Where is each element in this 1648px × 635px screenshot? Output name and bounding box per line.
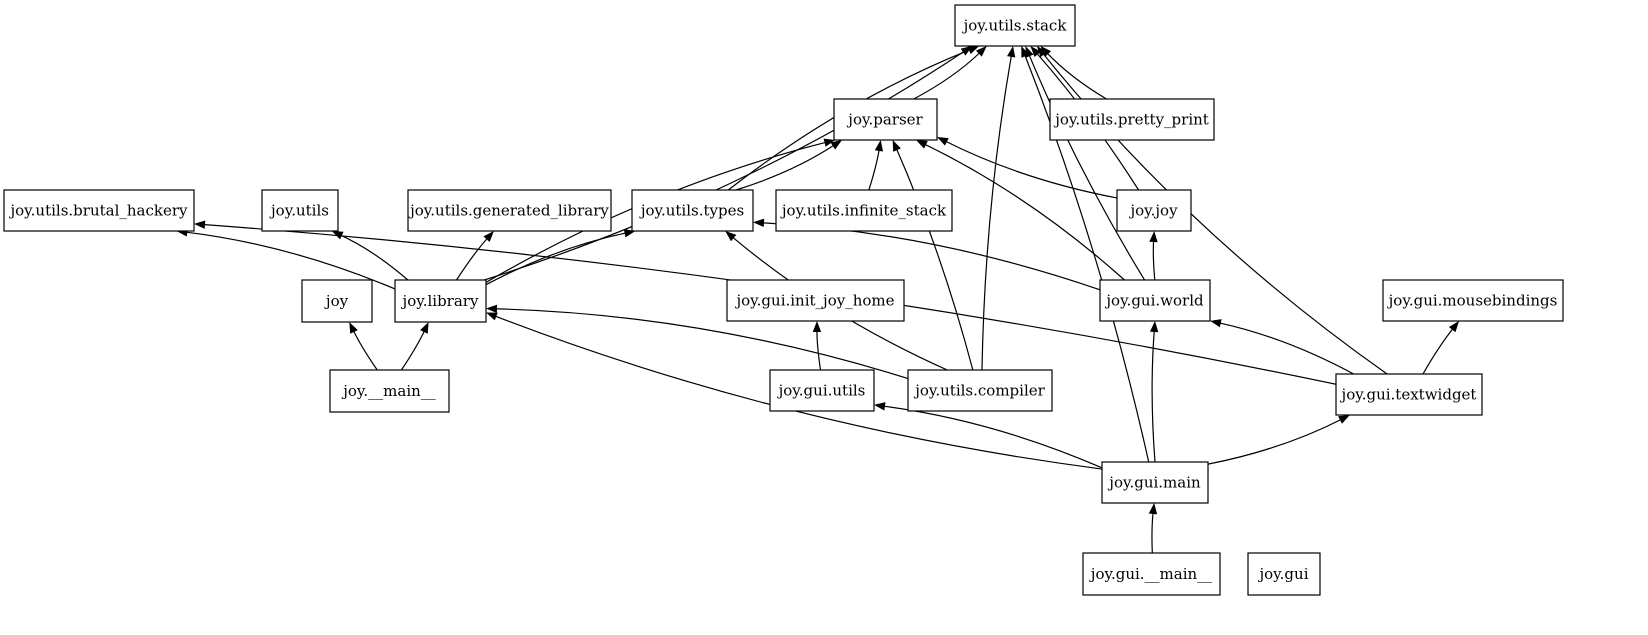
edge-joy-gui-textwidget-to-joy-gui-world [1218,322,1354,375]
edge-arrowhead [1338,415,1350,424]
edge-joy-library-to-joy-utils-brutal-hackery [185,231,396,290]
edge-arrowhead [194,220,206,229]
edge-joy-gui-main-to-joy-gui-world [1151,329,1156,463]
edge-joy-gui-main-to-joy-gui-main [1151,511,1154,554]
edge-arrowhead [892,140,901,152]
edge-arrowhead [725,231,737,242]
node-box[interactable] [1049,98,1215,141]
edge-arrowhead [1210,319,1222,328]
node-joy-library[interactable]: joy.library [394,279,487,323]
node-joy-gui-main[interactable]: joy.gui.__main__ [1082,552,1221,596]
node-joy-gui[interactable]: joy.gui [1247,552,1321,596]
edge-joy-utils-types-to-joy-parser [735,144,835,191]
edge-joy-gui-utils-to-joy-gui-init-joy-home [816,329,822,371]
edge-arrowhead [1021,46,1030,58]
node-box[interactable] [301,279,373,323]
edge-arrowhead [916,140,928,149]
node-box[interactable] [907,369,1053,412]
node-box[interactable] [631,189,754,232]
node-box[interactable] [3,189,195,232]
node-joy-gui-main[interactable]: joy.gui.main [1101,461,1209,504]
edge-arrowhead [1148,503,1158,515]
node-joy-utils-generated-library[interactable]: joy.utils.generated_library [407,189,612,232]
node-layer: joy.utils.stack joy.parser joy.utils.prett… [3,4,1564,596]
edge-joy-gui-main-to-joy-gui-utils [882,405,1103,469]
edge-arrowhead [486,312,498,321]
edge-arrowhead [753,218,765,228]
node-box[interactable] [769,369,875,412]
node-joy-gui-utils[interactable]: joy.gui.utils [769,369,875,412]
node-joy-utils-pretty-print[interactable]: joy.utils.pretty_print [1049,98,1215,141]
node-box[interactable] [1116,189,1192,232]
edge-arrowhead [975,46,987,57]
node-box[interactable] [775,189,953,232]
node-joy-utils-stack[interactable]: joy.utils.stack [954,4,1076,47]
node-box[interactable] [261,189,339,232]
node-box[interactable] [1247,552,1321,596]
node-joy-gui-mousebindings[interactable]: joy.gui.mousebindings [1382,279,1564,322]
edge-joy-joy-to-joy-parser [944,140,1118,199]
edge-arrowhead [830,140,843,150]
node-box[interactable] [394,279,487,323]
edge-arrowhead [874,140,884,152]
node-joy-parser[interactable]: joy.parser [833,98,938,141]
node-joy-gui-init-joy-home[interactable]: joy.gui.init_joy_home [726,279,905,322]
edge-joy-main-to-joy-library [400,329,426,371]
edge-arrowhead [823,138,836,147]
node-joy-utils-infinite-stack[interactable]: joy.utils.infinite_stack [775,189,953,232]
edge-arrowhead [349,322,358,334]
node-box[interactable] [1335,373,1483,416]
edge-joy-library-to-joy-utils-generated-library [456,237,489,281]
edge-arrowhead [1149,231,1158,243]
node-box[interactable] [1101,461,1209,504]
edge-arrowhead [1149,321,1159,333]
edge-joy-library-to-joy-utils [339,234,409,281]
node-joy-utils[interactable]: joy.utils [261,189,339,232]
node-box[interactable] [726,279,905,322]
edge-arrowhead [1030,46,1041,58]
node-joy-gui-textwidget[interactable]: joy.gui.textwidget [1335,373,1483,416]
node-box[interactable] [329,369,450,413]
edge-joy-utils-compiler-to-joy-utils-stack [981,54,1013,371]
edge-joy-utils-pretty-print-to-joy-utils-stack [1046,52,1107,100]
edge-joy-parser-to-joy-utils-stack [913,51,981,100]
edge-arrowhead [1448,321,1460,333]
edge-joy-main-to-joy [352,329,378,371]
edge-joy-gui-world-to-joy-joy [1152,239,1156,281]
edge-joy-library-to-joy-utils-stack [484,50,966,281]
node-joy-utils-compiler[interactable]: joy.utils.compiler [907,369,1053,412]
edge-arrowhead [874,402,886,411]
edge-arrowhead [486,304,498,314]
edge-joy-gui-textwidget-to-joy-gui-mousebindings [1422,327,1454,375]
edge-arrowhead [483,231,494,243]
node-box[interactable] [1099,279,1211,322]
edge-joy-gui-world-to-joy-parser [923,143,1125,281]
edge-layer [176,46,1460,554]
edge-joy-utils-compiler-to-joy-parser [895,148,974,371]
edge-joy-utils-compiler-to-joy-library [494,308,909,380]
node-joy-joy[interactable]: joy.joy [1116,189,1192,232]
node-box[interactable] [1382,279,1564,322]
node-joy[interactable]: joy [301,279,373,323]
node-box[interactable] [954,4,1076,47]
edge-joy-gui-main-to-joy-gui-textwidget [1207,418,1343,465]
node-joy-gui-world[interactable]: joy.gui.world [1099,279,1211,322]
edge-arrowhead [967,46,980,54]
edge-joy-gui-world-to-joy-utils-stack [1028,54,1146,281]
edge-arrowhead [1007,46,1016,58]
node-box[interactable] [407,189,612,232]
edge-arrowhead [1036,46,1048,58]
edge-joy-library-to-joy-utils-types [485,232,627,286]
node-box[interactable] [1082,552,1221,596]
node-joy-main[interactable]: joy.__main__ [329,369,450,413]
node-box[interactable] [833,98,938,141]
edge-joy-utils-infinite-stack-to-joy-parser [868,148,880,191]
edge-arrowhead [937,136,949,146]
node-joy-utils-types[interactable]: joy.utils.types [631,189,754,232]
edge-arrowhead [420,322,429,334]
edge-joy-gui-main-to-joy-utils-stack [1024,54,1150,463]
node-joy-utils-brutal-hackery[interactable]: joy.utils.brutal_hackery [3,189,195,232]
edge-arrowhead [812,321,822,333]
